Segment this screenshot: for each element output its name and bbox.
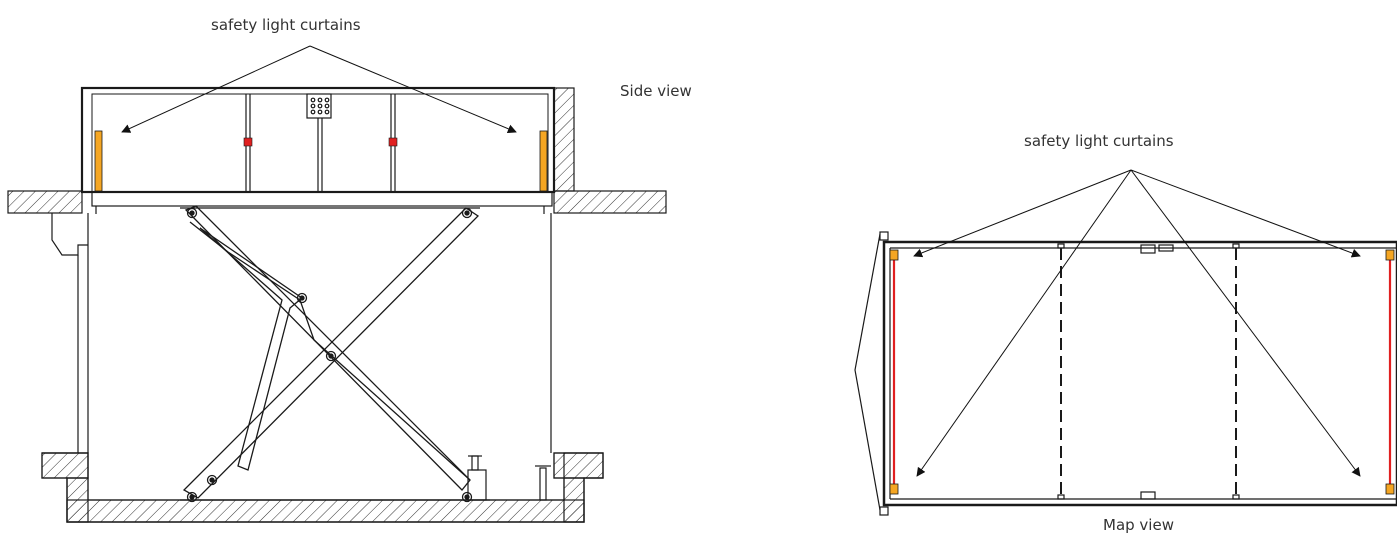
side-arrow-right — [309, 45, 517, 134]
ground-slab-left — [7, 190, 83, 214]
map-view-diagram — [854, 169, 1397, 516]
side-wall-right — [553, 87, 575, 192]
control-panel — [306, 93, 332, 119]
post-sensor-1 — [243, 137, 253, 147]
scissor-mechanism — [180, 205, 490, 503]
map-fitting-top — [1140, 244, 1156, 254]
ground-slab-right — [553, 190, 667, 214]
map-fitting-bottom — [1140, 491, 1156, 500]
map-platform — [882, 240, 1397, 507]
map-emitter-tl — [889, 249, 899, 261]
map-emitter-tr — [1385, 249, 1395, 261]
left-bracket — [51, 213, 88, 256]
map-curtains-label: safety light curtains — [1024, 132, 1174, 150]
side-curtain-right — [539, 130, 548, 192]
map-view-label: Map view — [1103, 516, 1174, 534]
side-view-label: Side view — [620, 82, 692, 100]
post-sensor-2 — [388, 137, 398, 147]
pump-unit — [467, 455, 487, 501]
side-curtains-label: safety light curtains — [211, 16, 361, 34]
map-emitter-br — [1385, 483, 1395, 495]
side-curtain-left — [94, 130, 103, 192]
map-emitter-bl — [889, 483, 899, 495]
side-view-diagram — [7, 45, 667, 523]
pit-outline — [41, 452, 604, 523]
support-jack — [535, 465, 551, 501]
side-arrow-left — [121, 45, 311, 133]
map-door — [854, 231, 889, 516]
map-arrows — [913, 169, 1361, 477]
